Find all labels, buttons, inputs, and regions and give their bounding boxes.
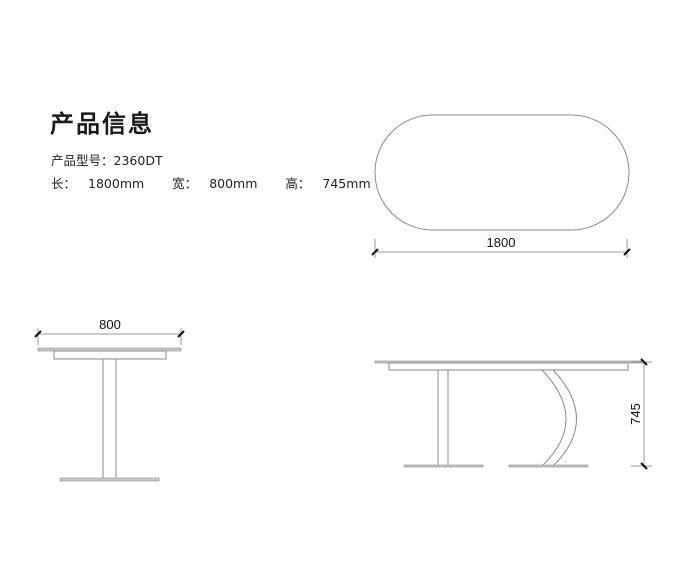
dimensions-line: 长： 1800mm 宽： 800mm 高： 745mm — [51, 173, 395, 192]
base-plate — [59, 477, 160, 482]
height-value: 745mm — [322, 176, 371, 191]
dimension-tick-icon — [640, 358, 648, 366]
dimension-tick-icon — [371, 248, 379, 256]
width-value: 800mm — [209, 176, 258, 191]
height-label: 高： — [285, 176, 311, 191]
top-view: 1800 — [371, 114, 631, 258]
model-line: 产品型号：2360DT — [51, 150, 163, 169]
dimension-tick-icon — [640, 462, 648, 470]
dimension-tick-icon — [34, 330, 42, 338]
table-top-outline — [374, 114, 630, 231]
height-dimension-label: 745 — [628, 403, 643, 425]
side-view: 800 — [34, 317, 185, 482]
width-spec: 宽： 800mm — [172, 176, 269, 191]
apron — [53, 350, 167, 360]
dimension-tick-icon — [623, 248, 631, 256]
page-title: 产品信息 — [50, 110, 154, 138]
dimension-tick-icon — [177, 330, 185, 338]
length-value: 1800mm — [88, 176, 145, 191]
apron — [388, 362, 629, 371]
base-plate-left — [403, 464, 484, 468]
length-dimension-label: 1800 — [487, 235, 516, 250]
width-dimension-label: 800 — [99, 317, 121, 332]
curved-leg — [552, 369, 577, 467]
length-spec: 长： 1800mm — [51, 176, 156, 191]
length-label: 长： — [51, 176, 77, 191]
width-label: 宽： — [172, 176, 198, 191]
model-value: 2360DT — [113, 153, 163, 168]
front-view: 745 — [374, 358, 652, 470]
model-label: 产品型号： — [51, 153, 114, 168]
base-plate-right — [508, 464, 589, 468]
height-spec: 高： 745mm — [285, 176, 382, 191]
